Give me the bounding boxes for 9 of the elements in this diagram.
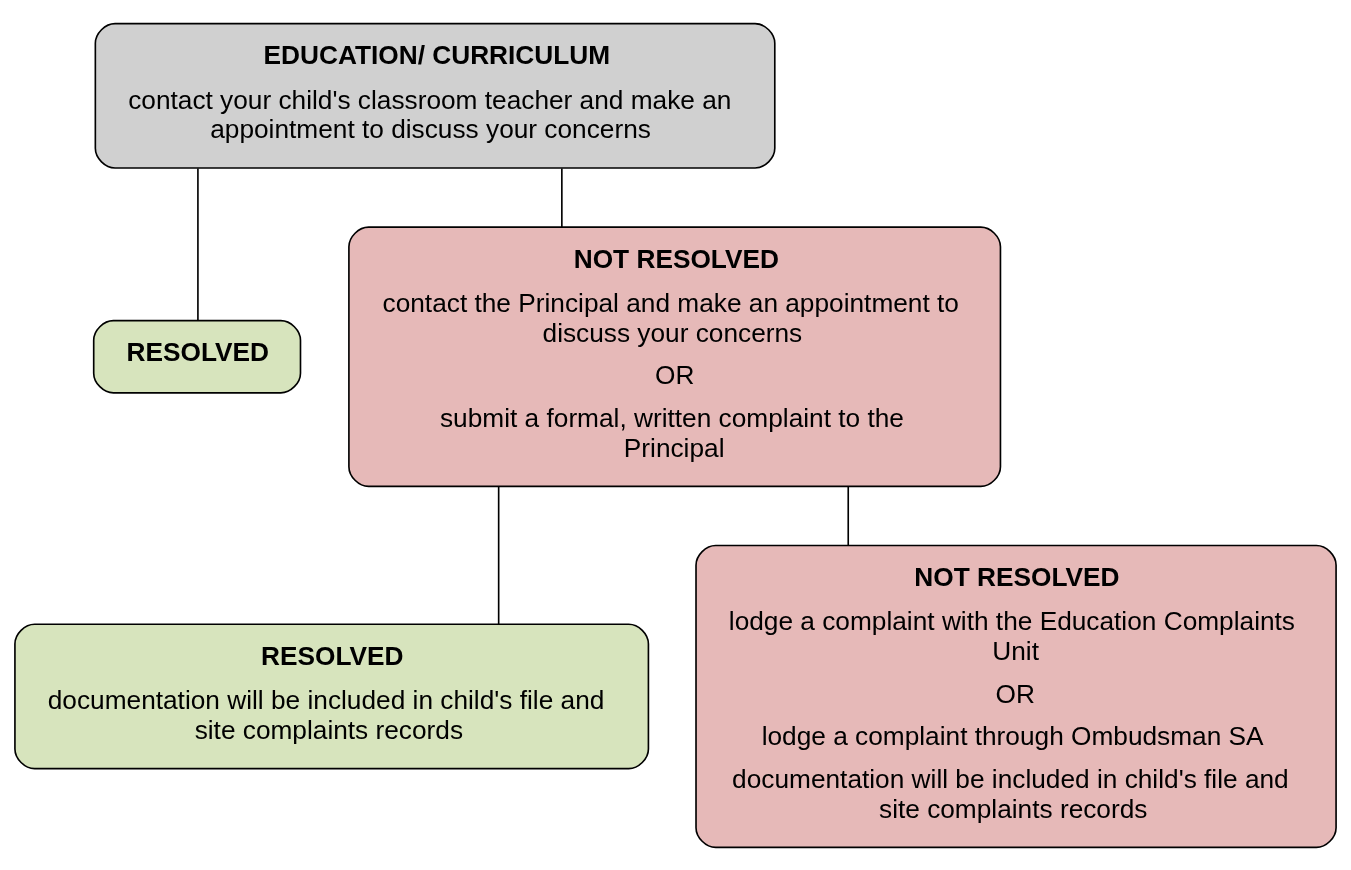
connector xyxy=(561,167,563,228)
connector xyxy=(497,485,500,625)
node-box: EDUCATION/ CURRICULUM contact your child's classroom teacher and make an appointment to discuss your concerns xyxy=(94,22,776,169)
connector xyxy=(197,167,199,321)
node-box: RESOLVED xyxy=(92,319,302,394)
connector xyxy=(847,485,850,546)
node-box: RESOLVED documentation will be included in child's file and site complaints records xyxy=(14,622,650,769)
node-box: NOT RESOLVED lodge a complaint with the Education Complaints Unit OR lodge a complaint through Ombudsman SA documentation will be included in child's file and site complaints records xyxy=(695,544,1337,848)
node-box: NOT RESOLVED contact the Principal and make an appointment to discuss your concerns OR submit a formal, written complaint to the Principal xyxy=(348,225,1002,487)
